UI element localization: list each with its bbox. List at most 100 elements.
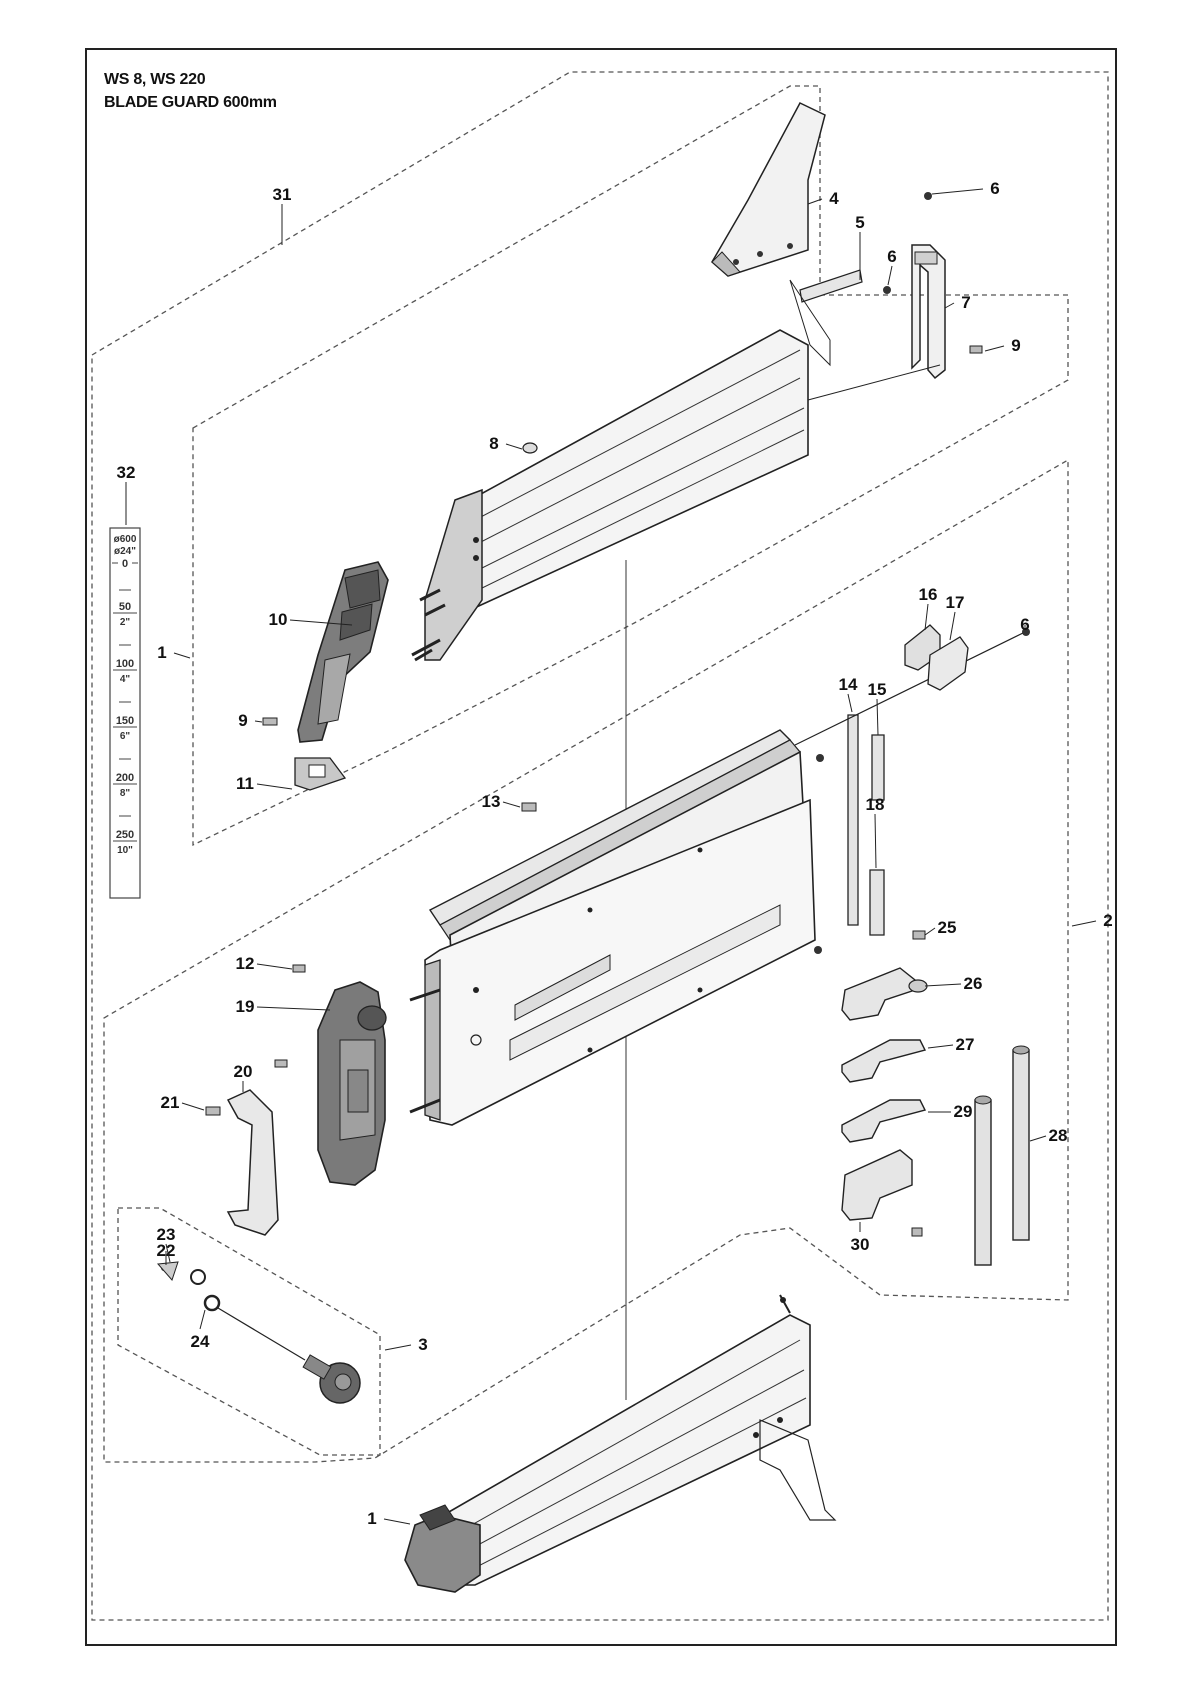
callout-leader <box>165 1243 171 1263</box>
part-30-bracket <box>841 1149 913 1221</box>
part-21-screw <box>205 1106 221 1116</box>
callout-label: 6 <box>887 247 896 266</box>
sheet-border <box>85 48 1117 1646</box>
scale-top-label-1: ø600 <box>114 534 137 545</box>
scale-mm-label: 100 <box>116 658 134 670</box>
callout-label: 3 <box>418 1335 427 1354</box>
part-13-screw <box>521 802 537 812</box>
callout-label: 1 <box>367 1509 376 1528</box>
part-14-strip <box>847 714 859 926</box>
screw-19-area <box>274 1059 288 1068</box>
callout-leader <box>944 302 955 309</box>
scale-mm-label: 150 <box>116 715 134 727</box>
callout-label: 32 <box>117 463 136 482</box>
callout-leader <box>1071 920 1097 927</box>
callout-label: 4 <box>829 189 839 208</box>
callout-leader <box>199 1309 206 1330</box>
model-title: WS 8, WS 220 <box>104 71 206 88</box>
callout-leader <box>384 1344 412 1351</box>
part-28-rod-b <box>1012 1049 1030 1241</box>
part-9-screw-left <box>262 717 278 726</box>
callout-label: 30 <box>851 1235 870 1254</box>
callout-leader <box>383 1518 411 1525</box>
part-23-clip <box>156 1261 179 1281</box>
callout-label: 27 <box>956 1035 975 1054</box>
part-17-bracket <box>927 636 969 691</box>
part-18-strip <box>869 869 885 936</box>
callout-label: 11 <box>236 774 254 793</box>
part-7-bracket <box>911 244 946 380</box>
part-26-bracket <box>841 967 916 1021</box>
callout-label: 31 <box>273 185 292 204</box>
callout-leader <box>502 801 521 808</box>
callout-label: 6 <box>990 179 999 198</box>
callout-leader <box>874 813 877 869</box>
part-4-flange <box>711 251 741 277</box>
callout-leader <box>173 652 191 659</box>
callout-label: 25 <box>938 918 957 937</box>
scale-inch-label: 6" <box>120 731 131 742</box>
part-9-screw <box>969 345 983 354</box>
callout-label: 28 <box>1049 1126 1068 1145</box>
callout-label: 22 <box>157 1241 176 1260</box>
part-6-screw <box>924 192 932 200</box>
callout-leader <box>924 603 929 631</box>
callout-label: 1 <box>157 643 166 662</box>
callout-label: 6 <box>1020 615 1029 634</box>
upper-guard-end <box>424 488 483 661</box>
scale-inch-label: 10" <box>117 845 133 856</box>
part-24-washer <box>203 1294 221 1312</box>
callout-label: 10 <box>269 610 288 629</box>
scale-mm-label: 200 <box>116 772 134 784</box>
callout-leader <box>181 1102 205 1111</box>
callout-label: 26 <box>964 974 983 993</box>
scale-mm-label: 50 <box>119 601 131 613</box>
part-28-rod <box>974 1099 992 1266</box>
callout-leader <box>847 693 853 713</box>
callout-leader <box>505 443 523 450</box>
part-12-screw <box>292 964 306 973</box>
scale-zero: 0 <box>122 558 128 570</box>
callout-label: 2 <box>1103 911 1112 930</box>
callout-label: 21 <box>161 1093 180 1112</box>
group-3-outline <box>117 1207 381 1456</box>
scale-inch-label: 4" <box>120 674 131 685</box>
callout-label: 8 <box>489 434 498 453</box>
part-4-bracket <box>711 102 826 277</box>
washer <box>190 1269 206 1285</box>
callout-label: 9 <box>238 711 247 730</box>
callout-leader <box>984 345 1005 352</box>
callout-leader <box>289 619 353 626</box>
callout-leader <box>807 198 823 205</box>
part-20-grip <box>226 1089 279 1236</box>
scale-top-label-2: ø24" <box>114 546 136 557</box>
part-6-screw-c <box>1022 628 1030 636</box>
callout-leader <box>931 188 984 195</box>
part-6-screw-b <box>883 286 891 294</box>
upper-guard-body <box>454 329 809 611</box>
group-31-outline <box>91 71 1109 1621</box>
part-15-strip <box>871 734 885 801</box>
callout-leader <box>924 983 962 987</box>
part-29-bracket <box>841 1099 927 1143</box>
callout-label: 12 <box>236 954 255 973</box>
part-25-screw <box>912 930 926 940</box>
part-27-bracket <box>841 1039 927 1083</box>
callout-label: 5 <box>855 213 864 232</box>
callout-leader <box>254 720 263 723</box>
callout-leader <box>924 927 936 936</box>
callout-label: 9 <box>1011 336 1020 355</box>
callout-leader <box>927 1044 954 1049</box>
diagram-title: BLADE GUARD 600mm <box>104 94 277 111</box>
callout-leader <box>256 783 293 790</box>
scale-mm-label: 250 <box>116 829 134 841</box>
lower-guard-end <box>404 1514 481 1593</box>
scale-inch-label: 2" <box>120 617 131 628</box>
callout-label: 23 <box>157 1225 176 1244</box>
callout-label: 20 <box>234 1062 253 1081</box>
callout-leader <box>256 963 293 970</box>
lower-guard-body <box>434 1314 811 1586</box>
